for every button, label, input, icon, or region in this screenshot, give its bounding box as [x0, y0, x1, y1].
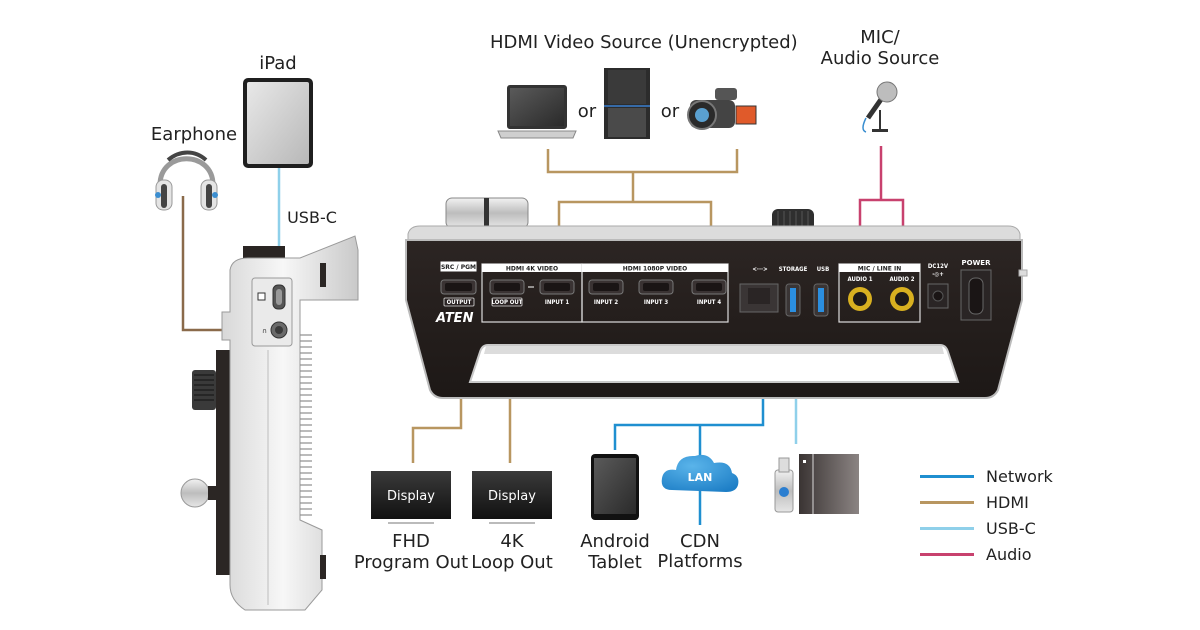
lan-cloud-label: LAN — [688, 471, 713, 484]
panel-output: OUTPUT — [447, 299, 472, 306]
svg-text:-◎+: -◎+ — [932, 271, 943, 278]
legend: Network HDMI USB-C Audio — [920, 463, 1053, 567]
display-fhd-image: Display — [371, 471, 451, 524]
display-4k-label: Display — [488, 489, 536, 504]
legend-label: Network — [986, 466, 1053, 486]
display-fhd-label: Display — [387, 489, 435, 504]
panel-storage: STORAGE — [779, 266, 808, 273]
panel-hdmi-1080p: HDMI 1080P VIDEO — [623, 266, 688, 273]
panel-usb: USB — [817, 266, 829, 273]
panel-input-1: INPUT 1 — [545, 299, 569, 306]
panel-loop-out: LOOP OUT — [492, 299, 523, 306]
legend-label: HDMI — [986, 492, 1029, 512]
panel-lan-symbol: <···> — [752, 266, 767, 273]
device-side-view: ∩ — [180, 235, 359, 611]
network-line-swatch — [920, 474, 974, 478]
display-4k-image: Display — [472, 471, 552, 524]
legend-label: USB-C — [986, 518, 1036, 538]
usbc-line-swatch — [920, 526, 974, 530]
aten-logo: ATEN — [435, 311, 474, 326]
mic-source-title-line2: Audio Source — [820, 48, 940, 69]
mic-source-title-line1: MIC/ — [860, 27, 900, 48]
panel-src-pgm: SRC / PGM — [441, 264, 476, 271]
legend-item-audio: Audio — [920, 541, 1053, 567]
legend-item-hdmi: HDMI — [920, 489, 1053, 515]
android-label-line2: Tablet — [588, 552, 642, 573]
panel-input-2: INPUT 2 — [594, 299, 618, 306]
camcorder-image — [687, 88, 757, 130]
svg-text:∩: ∩ — [262, 327, 267, 335]
headphones-image — [155, 150, 218, 211]
fhd-label-line1: FHD — [392, 531, 430, 552]
ipad-label: iPad — [259, 53, 297, 74]
hdmi-source-title: HDMI Video Source (Unencrypted) — [490, 32, 798, 53]
panel-power: POWER — [962, 259, 992, 267]
ipad-image — [243, 78, 313, 168]
or-label-2: or — [660, 101, 680, 122]
panel-audio-2: AUDIO 2 — [889, 276, 914, 283]
console-image — [604, 68, 650, 139]
4k-label-line1: 4K — [500, 531, 524, 552]
cdn-label-line1: CDN — [680, 531, 720, 552]
device-rear-view: SRC / PGM OUTPUT ATEN HDMI 4K VIDEO LOOP… — [405, 197, 1028, 399]
laptop-image — [497, 85, 577, 139]
legend-item-network: Network — [920, 463, 1053, 489]
hdmi-line-swatch — [920, 500, 974, 504]
earphone-label: Earphone — [150, 124, 238, 145]
panel-audio-1: AUDIO 1 — [847, 276, 872, 283]
microphone-image — [862, 81, 898, 133]
lan-cloud-image: LAN — [661, 454, 739, 492]
android-tablet-image — [591, 454, 639, 520]
fhd-label-line2: Program Out — [353, 552, 469, 573]
storage-devices-image — [774, 454, 859, 514]
usbc-label: USB-C — [287, 208, 337, 227]
panel-input-3: INPUT 3 — [644, 299, 668, 306]
cdn-label-line2: Platforms — [657, 551, 743, 572]
4k-label-line2: Loop Out — [471, 552, 553, 573]
panel-dc12v: DC12V — [928, 263, 949, 270]
or-label-1: or — [577, 101, 597, 122]
android-label-line1: Android — [580, 531, 650, 552]
legend-label: Audio — [986, 544, 1032, 564]
panel-hdmi-4k: HDMI 4K VIDEO — [506, 266, 558, 273]
panel-mic-line-in: MIC / LINE IN — [858, 266, 902, 273]
audio-line-swatch — [920, 552, 974, 556]
panel-input-4: INPUT 4 — [697, 299, 721, 306]
legend-item-usbc: USB-C — [920, 515, 1053, 541]
